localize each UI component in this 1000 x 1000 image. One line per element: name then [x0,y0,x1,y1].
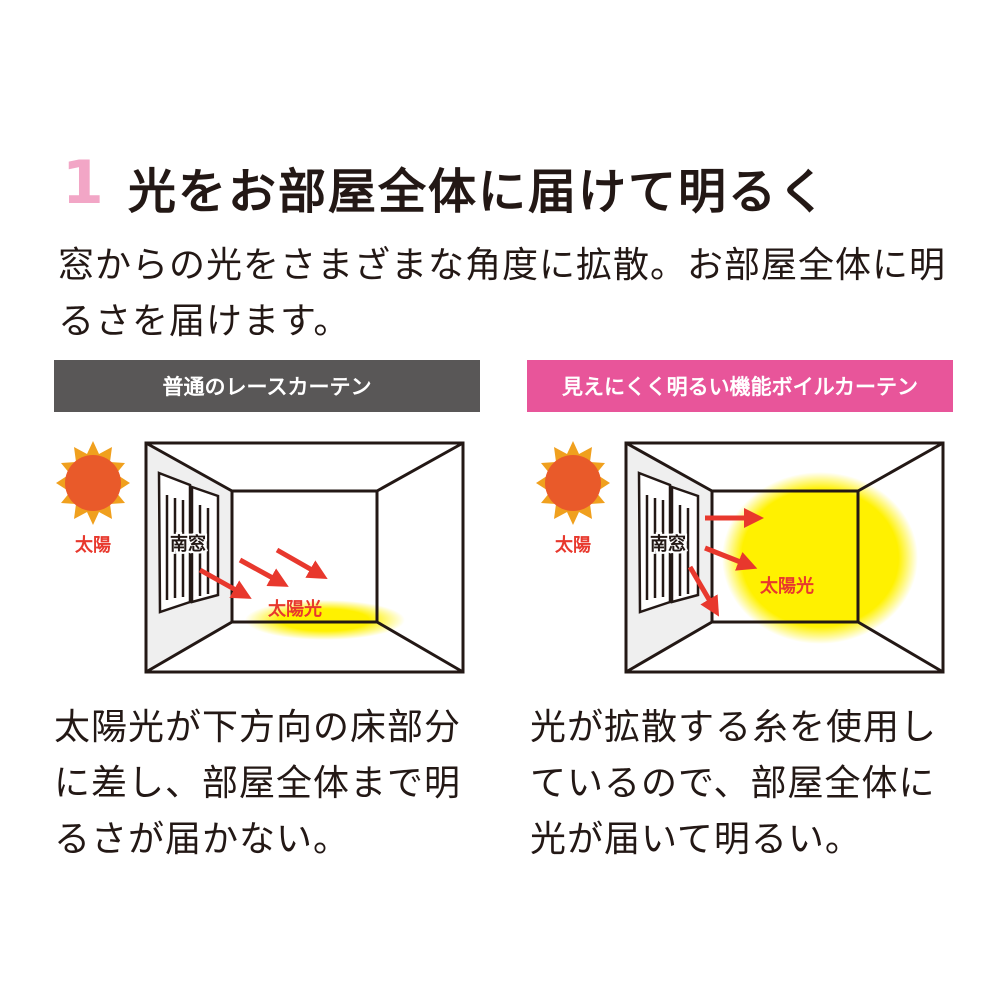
curtain-icon [637,471,700,614]
light-spot [722,472,918,644]
section-title: 光をお部屋全体に届けて明るく [128,164,829,220]
window-label: 南窓 [650,533,686,555]
normal-curtain-description: 太陽光が下方向の床部分に差し、部屋全体まで明るさが届かない。 [54,707,462,860]
sunlight-label: 太陽光 [268,598,322,620]
sunlight-arrows [687,508,764,617]
voile-curtain-diagram: 太陽 南窓 太陽光 [536,441,945,674]
light-spot [245,600,405,640]
lead-text: 窓からの光をさまざまな角度に拡散。お部屋全体に明るさを届けます。 [58,245,947,342]
voile-curtain-description: 光が拡散する糸を使用しているので、部屋全体に光が届いて明るい。 [530,707,938,860]
sun-icon [536,441,610,525]
normal-curtain-diagram: 太陽 南窓 太陽光 [56,441,465,674]
normal-lace-curtain-header: 普通のレースカーテン [54,360,480,412]
sun-label: 太陽 [555,534,591,556]
room [144,441,465,674]
voile-curtain-header: 見えにくく明るい機能ボイルカーテン [527,360,953,412]
window-label: 南窓 [170,533,206,555]
sun-label: 太陽 [75,534,111,556]
sunlight-arrows [198,547,328,599]
sun-icon [56,441,130,525]
curtain-icon [157,471,220,614]
room [624,441,945,674]
section-number: 1 [62,148,104,218]
sunlight-label: 太陽光 [760,575,814,597]
